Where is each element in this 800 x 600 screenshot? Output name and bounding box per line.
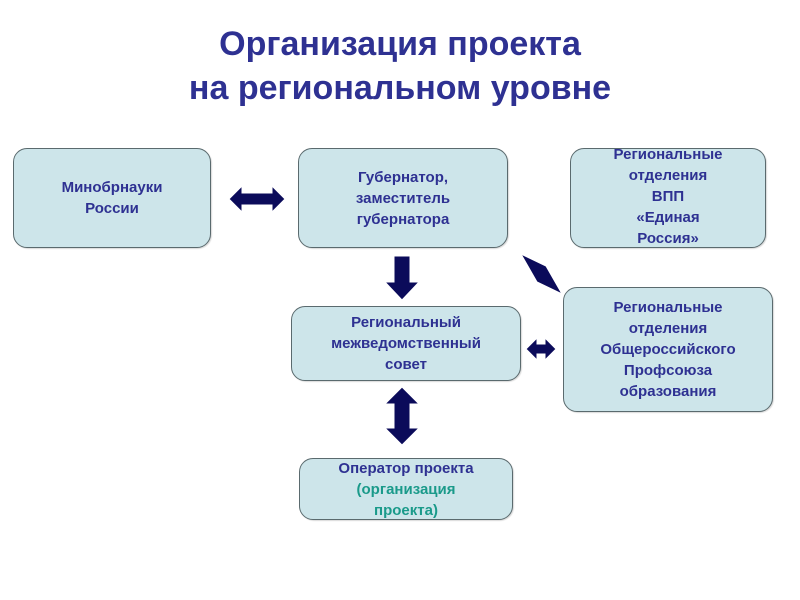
node-ministry: Минобрнауки России <box>13 148 211 248</box>
title-line-1: Организация проекта <box>219 25 581 63</box>
node-operator: Оператор проекта (организация проекта) <box>299 458 513 520</box>
node-union-line: Региональные <box>613 299 723 316</box>
node-ministry-line: России <box>85 200 139 217</box>
title-line-2: на региональном уровне <box>188 69 612 107</box>
node-governor-line: губернатора <box>356 210 450 228</box>
node-council-line: совет <box>384 356 428 373</box>
node-union-line: отделения <box>628 320 708 337</box>
node-vpp: Региональные отделения ВПП «Единая Росси… <box>570 146 766 248</box>
page-title: Организация проекта на региональном уров… <box>0 22 800 110</box>
node-vpp-line: «Единая <box>636 208 700 226</box>
node-union-line: образования <box>619 383 717 400</box>
edge-governor-council-arrow <box>383 255 421 301</box>
node-council-line: Региональный <box>351 314 461 331</box>
node-operator-line: Оператор проекта <box>338 459 474 477</box>
edge-council-union-arrow <box>525 336 557 362</box>
node-governor-line: заместитель <box>355 189 451 207</box>
node-governor: Губернатор, заместитель губернатора <box>298 148 508 248</box>
node-vpp-line: Региональные <box>613 145 723 163</box>
edge-council-operator-arrow <box>383 386 421 446</box>
node-ministry-line: Минобрнауки <box>61 179 163 196</box>
node-union-line: Общероссийского <box>600 341 736 358</box>
node-vpp-line: отделения <box>628 166 708 184</box>
node-vpp-line: Россия» <box>637 229 699 247</box>
node-council-line: межведомственный <box>331 335 481 352</box>
node-vpp-line: ВПП <box>651 187 685 205</box>
node-operator-subline: (организация <box>356 480 456 498</box>
node-union-line: Профсоюза <box>623 362 713 379</box>
node-council: Региональный межведомственный совет <box>291 306 521 381</box>
node-union: Региональные отделения Общероссийского П… <box>563 287 773 412</box>
edge-ministry-governor-arrow <box>228 184 286 214</box>
node-operator-subline: проекта) <box>374 501 438 519</box>
edge-vpp-union-connector <box>519 252 564 296</box>
node-governor-line: Губернатор, <box>357 168 449 186</box>
